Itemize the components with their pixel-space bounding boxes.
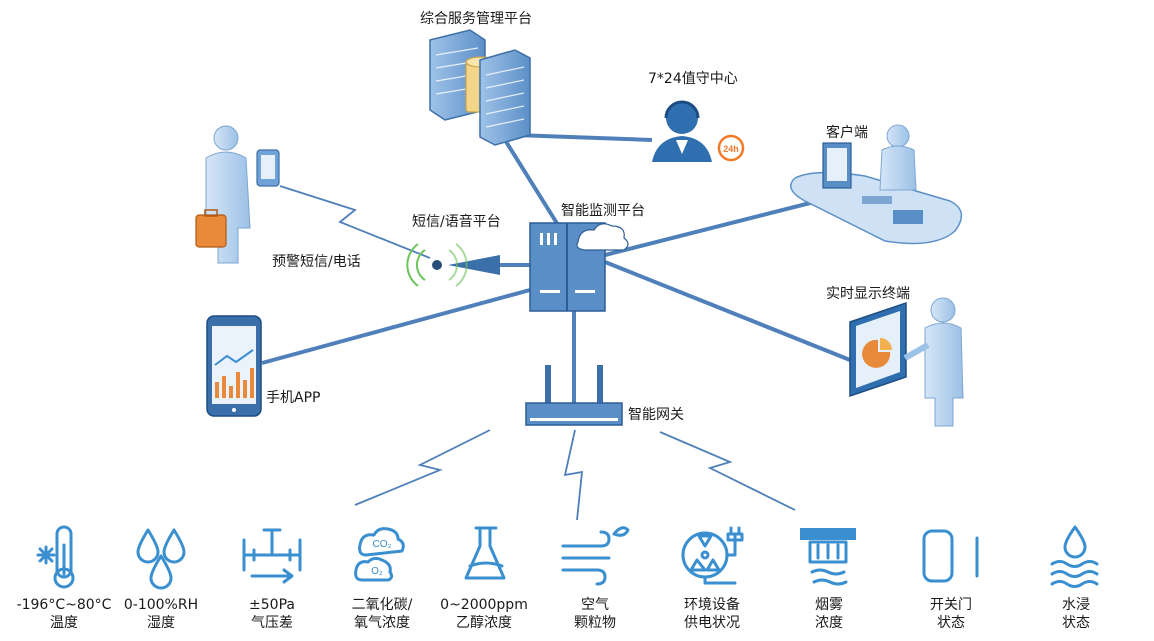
label-mobile-app: 手机APP: [266, 390, 321, 406]
wireless-links: [279, 185, 796, 521]
thermometer-snow-icon: [36, 525, 75, 589]
link-monitor-terminal: [604, 260, 851, 362]
wireless-person-sms: [279, 185, 431, 259]
label-monitor-platform: 智能监测平台: [561, 203, 645, 219]
display-terminal-icon: [849, 297, 964, 427]
sensor-label-water: 水浸状态: [1062, 597, 1090, 631]
smoke-detector-icon: [800, 528, 856, 586]
sensor-label-door: 开关门状态: [930, 597, 972, 631]
monitor-server-icon: [529, 222, 629, 312]
label-duty-center: 7*24值守中心: [648, 71, 738, 87]
server-rack-icon: [429, 29, 531, 146]
sms-signal-icon: [406, 243, 500, 287]
sensor-label-power: 环境设备供电状况: [684, 597, 740, 631]
sensor-label-co2-o2: 二氧化碳/氧气浓度: [351, 597, 413, 631]
label-alert-sms: 预警短信/电话: [272, 254, 361, 270]
door-switch-icon: [922, 529, 979, 583]
o2-text: O₂: [371, 566, 383, 577]
wireless-gateway-left: [354, 429, 491, 506]
wind-particles-icon: [561, 526, 630, 586]
link-service-monitor: [503, 138, 560, 227]
pressure-pipe-icon: [242, 528, 302, 584]
link-service-duty: [514, 133, 653, 142]
label-gateway: 智能网关: [628, 407, 684, 423]
wireless-gateway-middle: [563, 429, 584, 521]
co2-o2-cloud-icon: [354, 527, 405, 582]
flask-icon: [464, 526, 506, 580]
label-realtime-terminal: 实时显示终端: [826, 286, 910, 302]
mobile-phone-icon: [206, 315, 262, 417]
operator-headset-icon: 24h: [652, 100, 745, 162]
badge-24h-text: 24h: [723, 144, 739, 154]
power-plug-icon: [681, 526, 744, 585]
gateway-router-icon: [525, 365, 623, 426]
sensor-label-smoke: 烟雾浓度: [815, 597, 843, 631]
sensor-label-particles: 空气颗粒物: [574, 597, 616, 631]
water-drops-icon: [136, 528, 186, 590]
sensor-icons: [36, 525, 1099, 590]
person-with-tablet-icon: [195, 125, 280, 264]
co2-text: CO₂: [373, 539, 392, 550]
wireless-gateway-right: [659, 431, 796, 511]
client-desk-icon: [790, 124, 963, 245]
label-sms-platform: 短信/语音平台: [412, 214, 501, 230]
label-client: 客户端: [826, 125, 868, 141]
link-monitor-app: [261, 288, 531, 365]
link-monitor-client: [604, 198, 823, 257]
label-service-platform: 综合服务管理平台: [420, 11, 532, 27]
water-leak-icon: [1050, 525, 1099, 588]
connection-lines: [261, 133, 851, 405]
